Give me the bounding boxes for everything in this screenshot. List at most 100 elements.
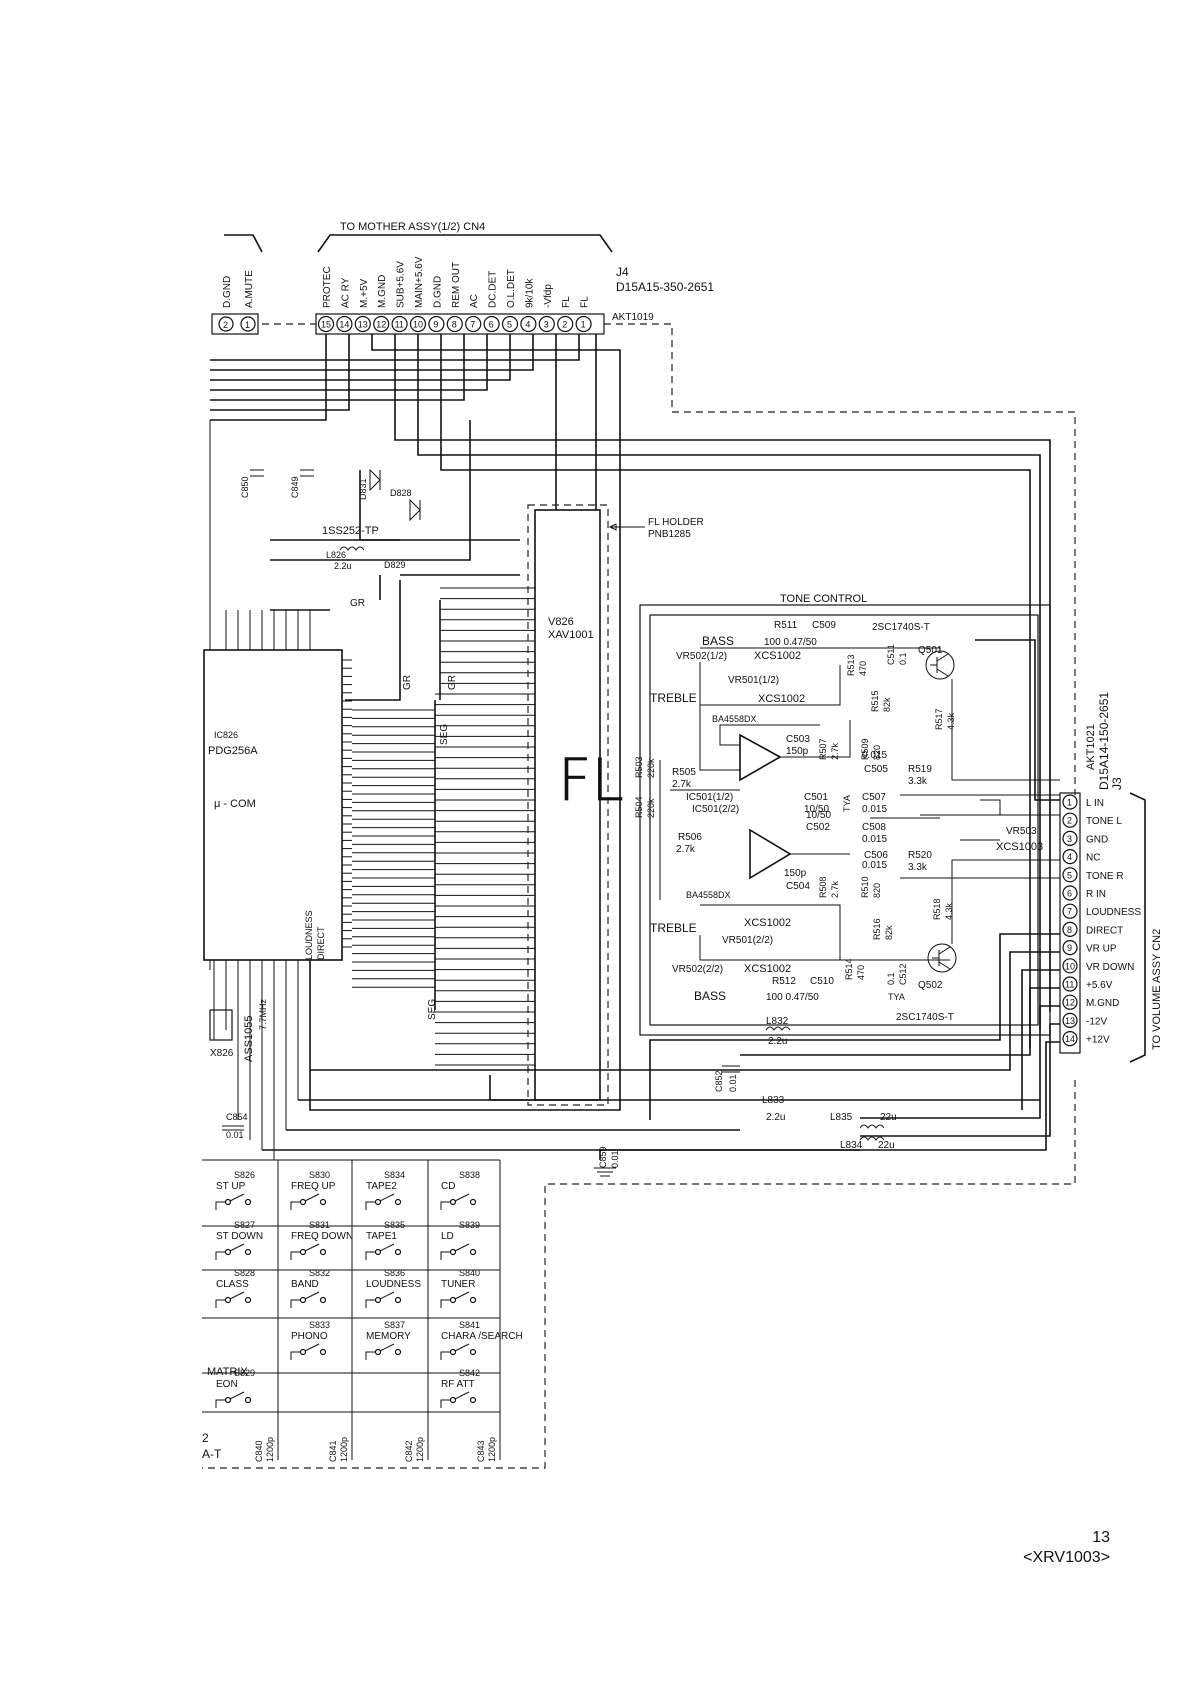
svg-text:2SC1740S-T: 2SC1740S-T bbox=[896, 1012, 954, 1023]
svg-text:4.3k: 4.3k bbox=[946, 712, 956, 730]
j4-pin bbox=[391, 315, 408, 333]
j3-pin-number: 6 bbox=[1067, 889, 1072, 899]
mother-assy-label: TO MOTHER ASSY(1/2) CN4 bbox=[340, 221, 485, 233]
svg-text:C502: C502 bbox=[806, 822, 830, 833]
svg-text:VR502(2/2): VR502(2/2) bbox=[672, 964, 723, 975]
switch-label: TAPE1 bbox=[366, 1231, 397, 1242]
tone-control-outer bbox=[639, 604, 1051, 1036]
j4-pin-number: 5 bbox=[507, 320, 512, 330]
switch-symbol bbox=[365, 1243, 395, 1260]
tone-upper-channel: BASS VR502(1/2) XCS1002 R511 C509 100 0.… bbox=[650, 620, 956, 815]
j3-pin-number: 2 bbox=[1067, 816, 1072, 826]
svg-text:R519: R519 bbox=[908, 764, 932, 775]
switch-symbol bbox=[440, 1391, 470, 1408]
svg-text:D829: D829 bbox=[384, 560, 406, 570]
left-pin-label: D.GND bbox=[222, 276, 233, 308]
svg-text:C859: C859 bbox=[598, 1146, 608, 1168]
switch-contact bbox=[244, 1248, 252, 1256]
svg-text:150p: 150p bbox=[786, 746, 809, 757]
j4-pin bbox=[446, 315, 463, 333]
fl-glyph: FL bbox=[558, 746, 624, 814]
switch-symbol bbox=[290, 1243, 320, 1260]
matrix-cap: C842 bbox=[404, 1440, 414, 1462]
j3-pin bbox=[1062, 830, 1078, 847]
switch-contact bbox=[394, 1198, 402, 1206]
switch-label: ST DOWN bbox=[216, 1231, 263, 1242]
switch-contact bbox=[469, 1198, 477, 1206]
j4-pin-number: 10 bbox=[413, 320, 423, 330]
tone-wiring bbox=[670, 647, 1060, 961]
j3-name: J3 bbox=[1110, 777, 1124, 790]
switch-symbol bbox=[365, 1193, 395, 1210]
switch-contact bbox=[374, 1248, 382, 1256]
ic826-bottom-pins bbox=[213, 960, 299, 1160]
svg-text:XCS1002: XCS1002 bbox=[758, 693, 805, 705]
svg-text:SEG: SEG bbox=[427, 999, 438, 1020]
svg-text:IC501(1/2): IC501(1/2) bbox=[686, 792, 733, 803]
svg-text:C852: C852 bbox=[714, 1070, 724, 1092]
switch-label: TAPE2 bbox=[366, 1181, 397, 1192]
j4-pin-label: -Vfdp bbox=[543, 284, 554, 308]
svg-text:XCS1002: XCS1002 bbox=[744, 963, 791, 975]
model-code: <XRV1003> bbox=[1023, 1549, 1110, 1566]
switch-symbol bbox=[440, 1193, 470, 1210]
svg-text:2: 2 bbox=[223, 320, 228, 330]
svg-text:L835: L835 bbox=[830, 1112, 853, 1123]
switch-symbol bbox=[290, 1193, 320, 1210]
switch-label: CD bbox=[441, 1181, 455, 1192]
j4-pin-label: M.+5V bbox=[359, 278, 370, 308]
j4-pin-number: 13 bbox=[358, 320, 368, 330]
top-passives: C850 C849 D831 D828 D829 L826 2.2u bbox=[240, 468, 421, 571]
svg-text:470: 470 bbox=[856, 965, 866, 980]
bottom-passives: L832 2.2u C852 0.01 L833 2.2u L835 22u L… bbox=[594, 1016, 897, 1177]
switch-symbol bbox=[365, 1343, 395, 1360]
svg-text:220k: 220k bbox=[646, 798, 656, 818]
svg-text:R503: R503 bbox=[634, 756, 644, 778]
switch-ref: S828 bbox=[234, 1268, 255, 1278]
matrix-cap-value: 1200p bbox=[265, 1437, 275, 1462]
svg-text:BA4558DX: BA4558DX bbox=[686, 890, 731, 900]
j3-pin bbox=[1062, 958, 1078, 974]
svg-text:220k: 220k bbox=[646, 758, 656, 778]
switch-ref: S830 bbox=[309, 1170, 330, 1180]
j4-pin-label: AC bbox=[469, 294, 480, 308]
matrix-cap-value: 1200p bbox=[415, 1437, 425, 1462]
j3-pin-label: DIRECT bbox=[1086, 925, 1123, 936]
seg-label: SEG bbox=[439, 724, 450, 745]
j3-wiring bbox=[262, 639, 1060, 1160]
svg-text:R515: R515 bbox=[870, 690, 880, 712]
switch-symbol bbox=[365, 1291, 395, 1308]
switch-ref: S826 bbox=[234, 1170, 255, 1180]
switch-label: MEMORY bbox=[366, 1331, 411, 1342]
j4-pin-label: D.GND bbox=[432, 276, 443, 308]
j4-pin bbox=[373, 315, 390, 333]
svg-text:820: 820 bbox=[872, 745, 882, 760]
switch-ref: S841 bbox=[459, 1320, 480, 1330]
svg-text:R520: R520 bbox=[908, 850, 932, 861]
j4-pin-label: SUB+5.6V bbox=[396, 261, 407, 308]
j3-pin-number: 13 bbox=[1065, 1016, 1075, 1026]
svg-text:R505: R505 bbox=[672, 767, 696, 778]
j3-pin bbox=[1062, 848, 1078, 865]
j3-pin-label: +12V bbox=[1086, 1035, 1110, 1046]
switch-contact bbox=[469, 1396, 477, 1404]
svg-text:VR501(1/2): VR501(1/2) bbox=[728, 675, 779, 686]
svg-text:BA4558DX: BA4558DX bbox=[712, 714, 757, 724]
j4-pin-number: 9 bbox=[433, 320, 438, 330]
switch-contact bbox=[244, 1396, 252, 1404]
j3-pin-label: VR UP bbox=[1086, 944, 1117, 955]
j3-pin-number: 8 bbox=[1067, 925, 1072, 935]
svg-text:0.015: 0.015 bbox=[862, 804, 887, 815]
switch-contact bbox=[224, 1198, 232, 1206]
j3-pin-label: VR DOWN bbox=[1086, 962, 1134, 973]
switch-ref: S836 bbox=[384, 1268, 405, 1278]
svg-text:C508: C508 bbox=[862, 822, 886, 833]
j3-pin bbox=[1062, 1012, 1078, 1029]
svg-text:2SC1740S-T: 2SC1740S-T bbox=[872, 622, 930, 633]
j3-pin-number: 3 bbox=[1067, 834, 1072, 844]
svg-text:R514: R514 bbox=[844, 958, 854, 980]
